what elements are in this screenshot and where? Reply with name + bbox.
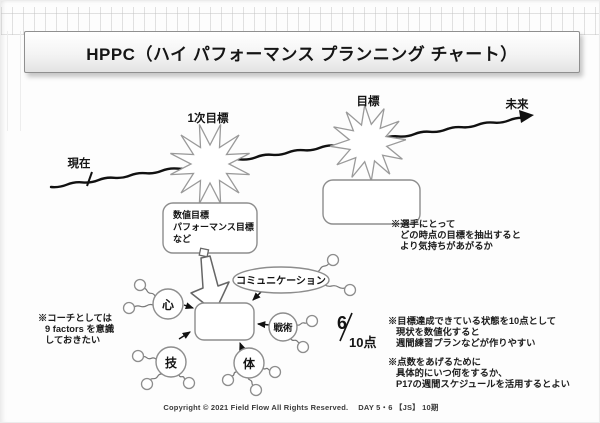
score-denominator: 10点 <box>349 335 376 350</box>
satellite-node <box>133 278 147 292</box>
note-coach-line2: 9 factors を意識 <box>45 323 115 334</box>
note-scoring-line2: 現状を数値化すると <box>396 326 480 337</box>
mandala-center-box <box>194 302 255 341</box>
satellite-node <box>140 377 154 391</box>
starburst-primary-goal <box>170 124 250 204</box>
satellite-node <box>249 383 263 397</box>
note-scoring-line3: 週間練習プランなどが作りやすい <box>396 337 535 348</box>
note-coach-line1: ※コーチとしては <box>38 313 113 323</box>
slide-title: HPPC（ハイ パフォーマンス プランニング チャート） <box>86 44 518 64</box>
big-arrow-icon <box>190 255 230 313</box>
label-future: 未来 <box>505 97 529 111</box>
circle-mind <box>152 288 184 320</box>
label-skill: 技 <box>165 355 178 370</box>
timeline-path <box>49 116 527 189</box>
connector-comm-2 <box>324 284 346 289</box>
timeline-arrowhead-icon <box>519 110 534 123</box>
label-body: 体 <box>243 356 256 371</box>
satellite-node <box>131 349 145 363</box>
footer-copyright: Copyright © 2021 Field Flow All Rights R… <box>163 403 349 412</box>
big-arrow-cap <box>198 247 210 258</box>
ellipse-communication <box>232 266 330 294</box>
starburst-goal <box>329 104 407 182</box>
goal-detail-line1: 数値目標 <box>173 209 209 220</box>
satellite-node <box>305 314 319 328</box>
connector-comm-1 <box>315 262 330 273</box>
label-communication: コミュニケーション <box>236 275 326 287</box>
satellite-node <box>221 373 235 387</box>
note-player-line3: より気持ちがあがるか <box>400 240 493 251</box>
satellite-node <box>296 340 310 354</box>
connector-skill-1 <box>141 355 157 360</box>
connector-mind-2 <box>133 303 154 308</box>
filmstrip-decoration <box>1 5 599 35</box>
arrow-tactics <box>256 321 271 329</box>
note-coach-line3: しておきたい <box>45 335 100 345</box>
goal-detail-line2: パフォーマンス目標 <box>173 221 254 232</box>
circle-body <box>233 347 265 379</box>
goal-note-box <box>322 179 421 225</box>
arrow-mind <box>183 302 195 310</box>
satellite-node <box>122 301 136 315</box>
note-action-line3: P17の週間スケジュールを活用するとよい <box>396 378 570 389</box>
connector-mind-1 <box>142 287 156 297</box>
label-present: 現在 <box>68 156 91 170</box>
note-action-line1: ※点数をあげるために <box>388 356 481 367</box>
goal-detail-box <box>162 202 258 254</box>
footer: Copyright © 2021 Field Flow All Rights R… <box>1 402 599 413</box>
label-tactics: 戦術 <box>273 322 293 334</box>
note-player-line2: どの時点の目標を抽出すると <box>400 229 521 240</box>
satellite-node <box>268 365 282 379</box>
left-grid-decoration <box>7 31 21 131</box>
label-primary-goal: 1次目標 <box>188 111 229 125</box>
satellite-node <box>343 283 357 297</box>
score-numerator: 6 <box>337 313 347 333</box>
label-goal: 目標 <box>357 94 380 108</box>
note-scoring-line1: ※目標達成できている状態を10点として <box>388 315 556 326</box>
connector-body-2 <box>247 376 255 387</box>
note-action-line2: 具体的にいつ何をするか、 <box>395 367 507 378</box>
arrow-skill <box>178 331 191 340</box>
title-bar: HPPC（ハイ パフォーマンス プランニング チャート） <box>24 31 580 73</box>
circle-skill <box>155 346 187 378</box>
present-tick <box>86 171 93 187</box>
satellite-node <box>326 253 340 267</box>
goal-detail-line3: など <box>173 233 191 244</box>
label-mind: 心 <box>162 298 174 312</box>
note-player-line1: ※選手にとって <box>391 218 455 229</box>
score-slash <box>339 312 353 342</box>
footer-session: DAY 5・6 【JS】 10期 <box>358 403 439 412</box>
connector-skill-2 <box>148 373 163 382</box>
circle-tactics <box>268 312 298 342</box>
satellite-node <box>182 376 196 390</box>
